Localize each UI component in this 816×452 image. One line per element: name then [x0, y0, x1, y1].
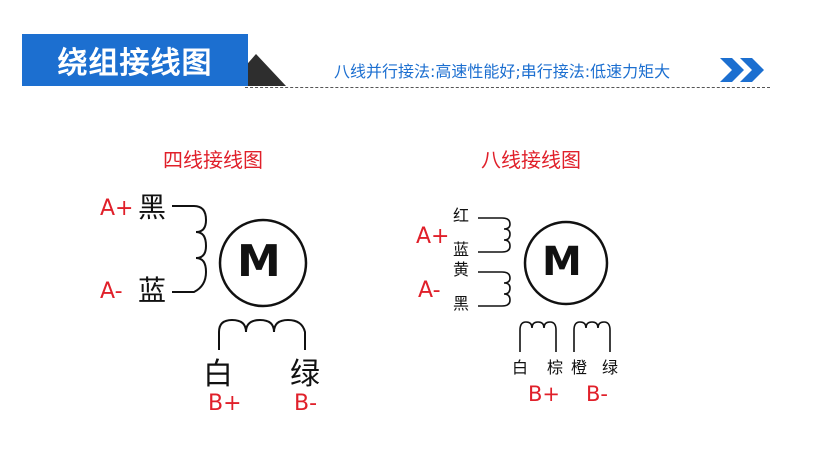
four-wire-title: 四线接线图: [163, 148, 263, 172]
eight-wire-yellow-wire-label: 黄: [453, 260, 470, 279]
four-wire-a-plus-label: A+: [100, 196, 134, 221]
eight-wire-coil-b2: [573, 321, 611, 352]
four-wire-green-wire-label: 绿: [290, 357, 320, 392]
double-chevron-right-icon: [720, 58, 764, 82]
four-wire-a-minus-label: A-: [100, 279, 123, 304]
eight-wire-coil-a2: [478, 271, 511, 307]
eight-wire-black-wire-label: 黑: [453, 294, 470, 313]
eight-wire-a-minus-label: A-: [418, 278, 441, 303]
eight-wire-a-plus-label: A+: [416, 224, 450, 249]
eight-wire-title: 八线接线图: [481, 148, 581, 172]
eight-wire-b-plus-label: B+: [528, 382, 561, 406]
four-wire-coil-a: [172, 205, 208, 293]
four-wire-b-plus-label: B+: [208, 391, 242, 416]
header-divider: [245, 87, 770, 88]
four-wire-motor-circle: [218, 218, 308, 308]
four-wire-white-wire-label: 白: [203, 357, 233, 392]
eight-wire-motor-circle: [523, 220, 609, 306]
four-wire-motor-label: M: [237, 236, 281, 287]
four-wire-b-minus-label: B-: [294, 391, 318, 416]
eight-wire-white-wire-label: 白: [512, 358, 529, 377]
four-wire-black-wire-label: 黑: [138, 191, 167, 224]
eight-wire-motor-label: M: [542, 239, 582, 285]
eight-wire-coil-a1: [478, 217, 511, 253]
page-title: 绕组接线图: [57, 46, 213, 81]
header-title-bar: 绕组接线图: [22, 34, 248, 86]
eight-wire-coil-b1: [519, 321, 557, 352]
header-subtitle: 八线并行接法:高速性能好;串行接法:低速力矩大: [334, 62, 671, 81]
four-wire-blue-wire-label: 蓝: [138, 274, 167, 307]
eight-wire-brown-wire-label: 棕: [547, 358, 564, 377]
eight-wire-green-wire-label: 绿: [602, 358, 619, 377]
four-wire-coil-b: [218, 318, 306, 350]
eight-wire-blue-wire-label: 蓝: [453, 240, 470, 259]
eight-wire-orange-wire-label: 橙: [571, 358, 588, 377]
eight-wire-b-minus-label: B-: [586, 382, 608, 406]
eight-wire-red-wire-label: 红: [453, 206, 470, 225]
